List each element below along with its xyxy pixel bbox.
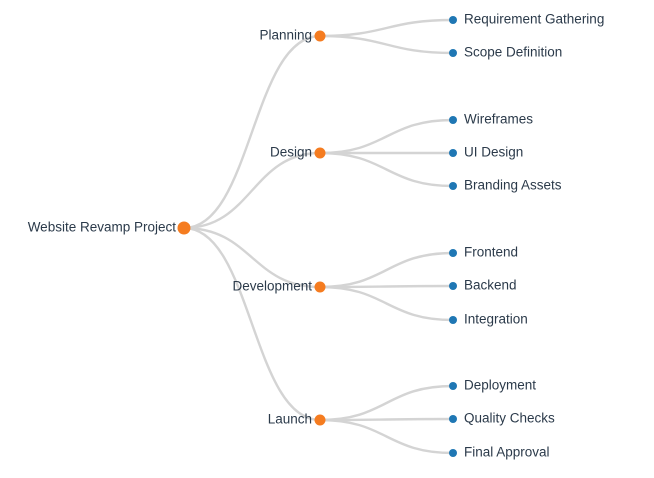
leaf-node-label-wireframes: Wireframes — [464, 112, 533, 127]
root-node-label: Website Revamp Project — [28, 220, 177, 235]
edge-launch-to-deployment — [318, 384, 455, 422]
leaf-node-label-final-approval: Final Approval — [464, 445, 550, 460]
edge-design-to-branding-assets — [318, 151, 455, 188]
branch-node-label-planning: Planning — [259, 28, 312, 43]
leaf-node-label-backend: Backend — [464, 278, 517, 293]
leaf-node-dot-ui-design[interactable] — [449, 149, 457, 157]
edge-root-to-design — [182, 151, 322, 230]
leaf-node-label-deployment: Deployment — [464, 378, 536, 393]
edge-root-to-planning — [182, 34, 322, 230]
leaf-node-label-integration: Integration — [464, 312, 528, 327]
branch-node-label-design: Design — [270, 145, 312, 160]
branch-node-label-launch: Launch — [268, 412, 312, 427]
leaf-node-dot-frontend[interactable] — [449, 249, 457, 257]
leaf-node-dot-integration[interactable] — [449, 316, 457, 324]
leaf-node-label-branding-assets: Branding Assets — [464, 178, 562, 193]
leaf-node-dot-final-approval[interactable] — [449, 449, 457, 457]
branch-node-dot-launch[interactable] — [314, 414, 326, 426]
branch-node-dot-development[interactable] — [314, 281, 326, 293]
edge-development-to-integration — [318, 285, 455, 322]
leaf-node-label-requirement-gathering: Requirement Gathering — [464, 12, 604, 27]
edge-launch-to-quality-checks — [318, 417, 455, 422]
leaf-node-label-ui-design: UI Design — [464, 145, 523, 160]
edge-planning-to-scope-definition — [318, 34, 455, 55]
leaf-node-dot-branding-assets[interactable] — [449, 182, 457, 190]
leaf-node-dot-scope-definition[interactable] — [449, 49, 457, 57]
edge-planning-to-requirement-gathering — [318, 18, 455, 38]
leaf-node-dot-deployment[interactable] — [449, 382, 457, 390]
edge-launch-to-final-approval — [318, 418, 455, 455]
leaf-node-label-frontend: Frontend — [464, 245, 518, 260]
edge-design-to-wireframes — [318, 118, 455, 155]
root-node-dot[interactable] — [177, 221, 191, 235]
edges-layer — [182, 18, 455, 455]
nodes-layer: Website Revamp Project Planning Requiremen… — [28, 12, 605, 460]
branch-node-dot-planning[interactable] — [314, 30, 326, 42]
leaf-node-dot-backend[interactable] — [449, 282, 457, 290]
edge-root-to-launch — [182, 226, 322, 422]
leaf-node-dot-requirement-gathering[interactable] — [449, 16, 457, 24]
edge-development-to-backend — [318, 284, 455, 289]
branch-node-dot-design[interactable] — [314, 147, 326, 159]
leaf-node-dot-wireframes[interactable] — [449, 116, 457, 124]
leaf-node-label-quality-checks: Quality Checks — [464, 411, 555, 426]
branch-node-label-development: Development — [232, 279, 312, 294]
leaf-node-dot-quality-checks[interactable] — [449, 415, 457, 423]
edge-development-to-frontend — [318, 251, 455, 289]
edge-root-to-development — [182, 226, 322, 289]
leaf-node-label-scope-definition: Scope Definition — [464, 45, 562, 60]
